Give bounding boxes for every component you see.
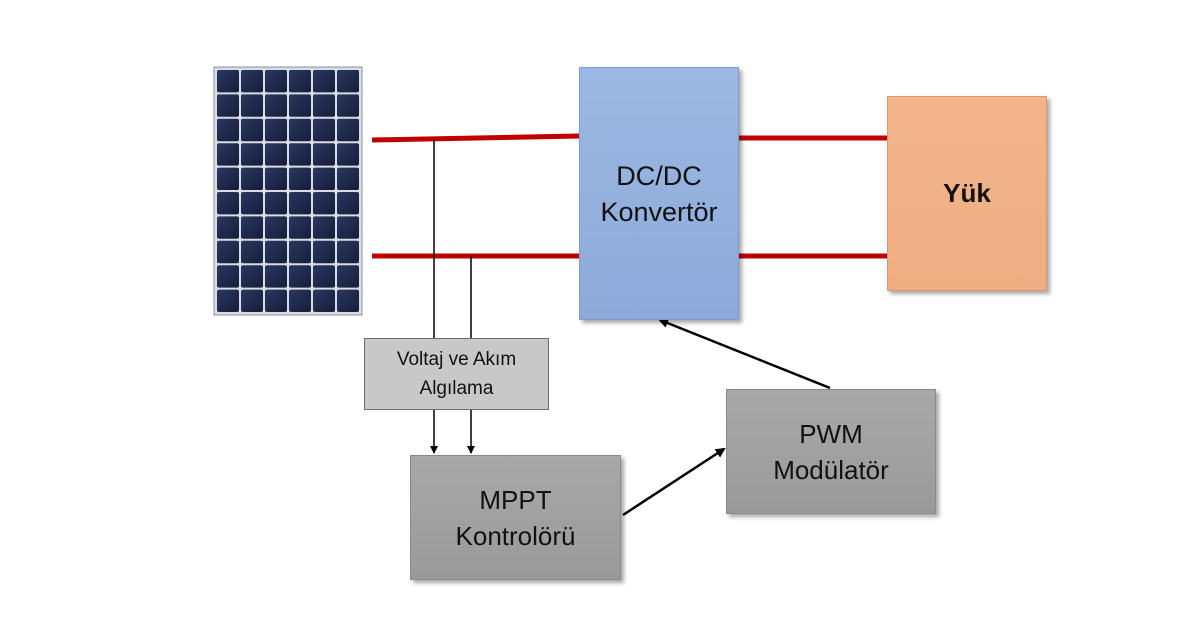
solar-cell [337, 70, 359, 93]
solar-cell [313, 167, 335, 190]
solar-cell [289, 216, 311, 239]
solar-cell [241, 216, 263, 239]
solar-cell [241, 289, 263, 312]
solar-cell [289, 70, 311, 93]
solar-cell [217, 289, 239, 312]
sensing-label-line1: Voltaj ve Akım [396, 349, 517, 370]
solar-cell [337, 289, 359, 312]
solar-cell [265, 216, 287, 239]
dcdc-converter-block: DC/DC Konvertör [579, 67, 739, 320]
solar-cell [265, 167, 287, 190]
solar-cell [265, 118, 287, 142]
pwm-label-line1: PWM [799, 418, 863, 449]
solar-cell [337, 265, 359, 288]
load-label: Yük [943, 178, 991, 208]
solar-cell [337, 216, 359, 239]
dcdc-converter-label-line1: DC/DC [616, 160, 702, 191]
solar-cell [289, 240, 311, 264]
solar-cell [217, 143, 239, 166]
solar-cell [265, 240, 287, 264]
mppt-label-line2: Kontrolörü [455, 520, 576, 551]
solar-cell [289, 167, 311, 190]
solar-cell [337, 94, 359, 117]
solar-panel-cells [217, 70, 359, 312]
solar-cell [313, 143, 335, 166]
solar-cell [337, 192, 359, 215]
solar-cell [337, 240, 359, 264]
solar-cell [337, 143, 359, 166]
solar-cell [217, 94, 239, 117]
solar-cell [217, 240, 239, 264]
solar-cell [337, 118, 359, 142]
solar-cell [337, 167, 359, 190]
solar-cell [265, 143, 287, 166]
solar-cell [241, 118, 263, 142]
solar-cell [265, 289, 287, 312]
solar-cell [313, 118, 335, 142]
mppt-label-line1: MPPT [479, 484, 552, 515]
solar-cell [265, 192, 287, 215]
sensing-label-line2: Algılama [419, 378, 494, 399]
solar-cell [217, 167, 239, 190]
solar-cell [265, 94, 287, 117]
mppt-to-pwm-arrow [622, 447, 726, 517]
pwm-to-converter-arrow [658, 318, 831, 390]
solar-cell [217, 118, 239, 142]
dcdc-converter-label-line2: Konvertör [600, 196, 718, 227]
solar-cell [289, 265, 311, 288]
solar-cell [241, 240, 263, 264]
mppt-controller-block: MPPT Kontrolörü [410, 455, 621, 580]
solar-cell [313, 289, 335, 312]
solar-cell [289, 118, 311, 142]
solar-cell [313, 70, 335, 93]
pwm-modulator-block: PWM Modülatör [726, 389, 936, 514]
solar-cell [313, 192, 335, 215]
solar-cell [241, 265, 263, 288]
solar-cell [217, 216, 239, 239]
solar-panel-icon [213, 66, 363, 316]
load-block: Yük [887, 96, 1047, 291]
voltage-current-sensing-block: Voltaj ve Akım Algılama [364, 338, 549, 410]
solar-cell [289, 143, 311, 166]
solar-cell [241, 94, 263, 117]
solar-cell [241, 70, 263, 93]
solar-cell [289, 289, 311, 312]
solar-cell [289, 94, 311, 117]
solar-cell [241, 167, 263, 190]
solar-cell [217, 265, 239, 288]
solar-cell [217, 70, 239, 93]
solar-cell [265, 265, 287, 288]
solar-cell [265, 70, 287, 93]
pv-positive-line [371, 133, 580, 143]
solar-cell [313, 94, 335, 117]
solar-cell [313, 265, 335, 288]
solar-cell [241, 143, 263, 166]
solar-cell [217, 192, 239, 215]
solar-cell [241, 192, 263, 215]
solar-cell [313, 240, 335, 264]
pwm-label-line2: Modülatör [773, 454, 889, 485]
solar-cell [313, 216, 335, 239]
solar-cell [289, 192, 311, 215]
